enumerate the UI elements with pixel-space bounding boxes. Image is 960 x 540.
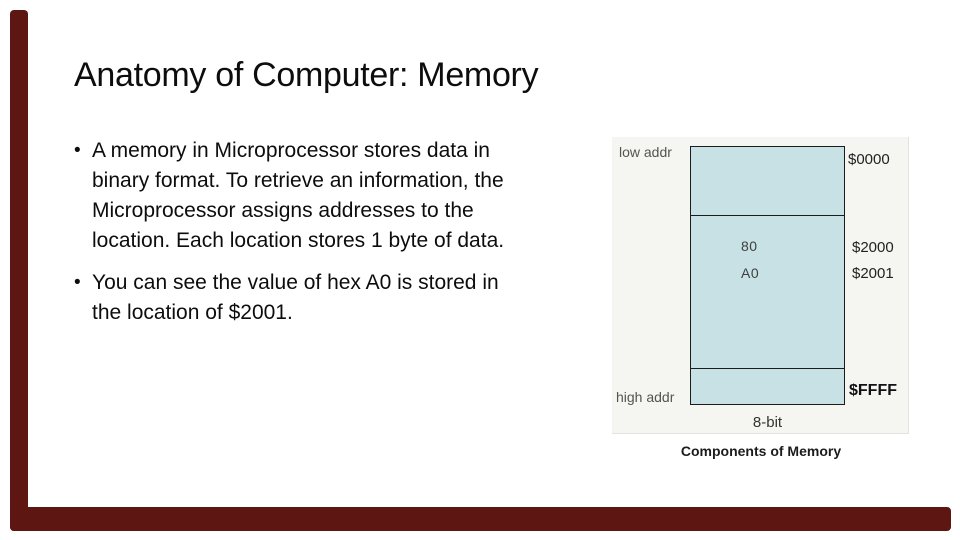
low-addr-label: low addr <box>619 144 672 160</box>
high-addr-label: high addr <box>616 389 675 405</box>
bullet-line: location. Each location stores 1 byte of… <box>92 229 505 252</box>
addr-ffff-label: $FFFF <box>849 382 897 399</box>
bus-width-label: 8-bit <box>752 414 783 431</box>
addr-2001-label: $2001 <box>852 265 894 282</box>
bullet-item-1: • A memory in Microprocessor stores data… <box>74 136 634 256</box>
bullet-line: binary format. To retrieve an informatio… <box>92 169 504 192</box>
bullet-line: A memory in Microprocessor stores data i… <box>92 139 490 162</box>
bullet-item-2: • You can see the value of hex A0 is sto… <box>74 268 634 328</box>
memory-divider-bottom <box>691 368 844 369</box>
memory-cell-value-a0: A0 <box>741 265 760 281</box>
left-accent-bar <box>10 10 28 531</box>
bullet-list: • A memory in Microprocessor stores data… <box>74 136 634 328</box>
slide-title: Anatomy of Computer: Memory <box>74 56 539 94</box>
bullet-marker: • <box>74 140 81 161</box>
diagram-caption: Components of Memory <box>680 443 842 459</box>
bullet-line: the location of $2001. <box>92 301 293 324</box>
memory-cell-value-80: 80 <box>741 238 758 254</box>
bullet-marker: • <box>74 272 81 293</box>
bottom-accent-bar <box>10 507 951 531</box>
addr-2000-label: $2000 <box>852 239 894 256</box>
memory-divider-top <box>691 215 844 216</box>
bullet-line: Microprocessor assigns addresses to the <box>92 199 474 222</box>
bullet-line: You can see the value of hex A0 is store… <box>92 271 499 294</box>
addr-0000-label: $0000 <box>848 151 890 168</box>
bullet-text: You can see the value of hex A0 is store… <box>92 268 634 328</box>
memory-box: 80 A0 <box>690 146 845 405</box>
bullet-text: A memory in Microprocessor stores data i… <box>92 136 634 256</box>
